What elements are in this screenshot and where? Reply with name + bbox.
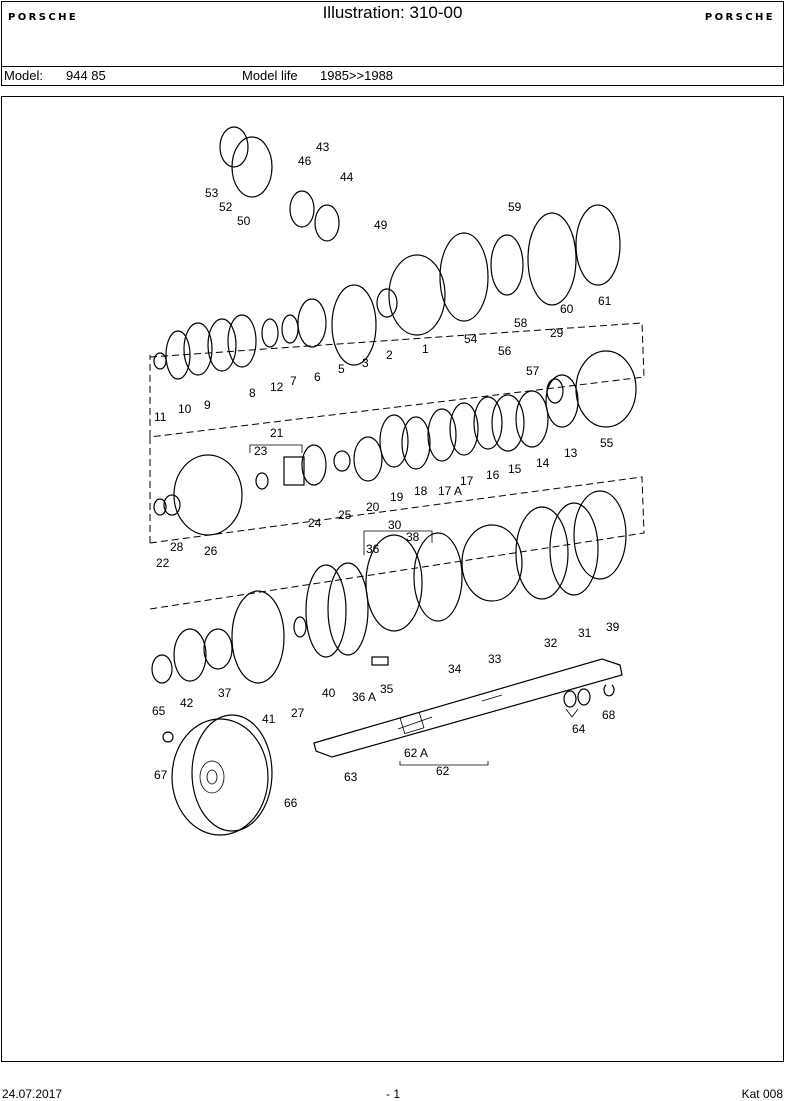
part-label-67: 67	[154, 768, 168, 782]
part-label-1: 1	[422, 342, 429, 356]
part-label-26: 26	[204, 544, 218, 558]
upper-row-parts	[153, 126, 637, 536]
part-label-27: 27	[291, 706, 305, 720]
part-label-22: 22	[156, 556, 170, 570]
part-label-36: 36	[366, 542, 380, 556]
part-label-65: 65	[152, 704, 166, 718]
part-number-labels: 5352504643444959616058541235671289101129…	[152, 140, 620, 810]
part-label-16: 16	[486, 468, 500, 482]
part-label-55: 55	[600, 436, 614, 450]
part-label-42: 42	[180, 696, 194, 710]
part-label-57: 57	[526, 364, 540, 378]
part-label-43: 43	[316, 140, 330, 154]
part-label-23: 23	[254, 444, 268, 458]
part-label-39: 39	[606, 620, 620, 634]
part-label-52: 52	[219, 200, 233, 214]
group-bracket-upper	[149, 322, 645, 438]
footer-page-number: - 1	[386, 1087, 401, 1101]
part-label-20: 20	[366, 500, 380, 514]
part-label-62a: 62 A	[404, 746, 428, 760]
part-label-66: 66	[284, 796, 298, 810]
part-label-30: 30	[388, 518, 402, 532]
part-label-14: 14	[536, 456, 550, 470]
porsche-logo-left: PORSCHE	[8, 12, 79, 23]
torque-converter	[171, 714, 273, 836]
part-label-31: 31	[578, 626, 592, 640]
callout-brackets	[249, 444, 579, 766]
part-label-3: 3	[362, 356, 369, 370]
part-label-54: 54	[464, 332, 478, 346]
part-label-38: 38	[406, 530, 420, 544]
model-label: Model:	[4, 68, 44, 83]
illustration-title: Illustration: 310-00	[322, 3, 463, 22]
part-label-34: 34	[448, 662, 462, 676]
part-label-8: 8	[249, 386, 256, 400]
model-value: 944 85	[66, 68, 106, 83]
part-label-5: 5	[338, 362, 345, 376]
part-label-32: 32	[544, 636, 558, 650]
group-bracket-middle	[149, 476, 645, 610]
footer-date: 24.07.2017	[2, 1087, 63, 1101]
part-label-7: 7	[290, 374, 297, 388]
part-label-33: 33	[488, 652, 502, 666]
part-label-21: 21	[270, 426, 284, 440]
part-label-40: 40	[322, 686, 336, 700]
part-label-50: 50	[237, 214, 251, 228]
porsche-logo-right: PORSCHE	[704, 12, 775, 23]
part-label-10: 10	[178, 402, 192, 416]
exploded-view-svg: 5352504643444959616058541235671289101129…	[149, 126, 645, 836]
part-label-19: 19	[390, 490, 404, 504]
part-label-63: 63	[344, 770, 358, 784]
part-label-49: 49	[374, 218, 388, 232]
part-label-62: 62	[436, 764, 450, 778]
part-label-12: 12	[270, 380, 284, 394]
part-label-29: 29	[550, 326, 564, 340]
header-box: PORSCHE Illustration: 310-00 PORSCHE	[1, 1, 784, 67]
part-label-28: 28	[170, 540, 184, 554]
part-label-44: 44	[340, 170, 354, 184]
part-label-59: 59	[508, 200, 522, 214]
part-label-35: 35	[380, 682, 394, 696]
footer-catalog: Kat 008	[741, 1087, 783, 1101]
part-label-60: 60	[560, 302, 574, 316]
part-label-56: 56	[498, 344, 512, 358]
part-label-58: 58	[514, 316, 528, 330]
part-label-64: 64	[572, 722, 586, 736]
part-label-15: 15	[508, 462, 522, 476]
model-life-value: 1985>>1988	[320, 68, 394, 83]
part-label-17a: 17 A	[438, 484, 462, 498]
part-label-53: 53	[205, 186, 219, 200]
part-label-9: 9	[204, 398, 211, 412]
part-label-25: 25	[338, 508, 352, 522]
part-label-41: 41	[262, 712, 276, 726]
part-label-13: 13	[564, 446, 578, 460]
part-label-68: 68	[602, 708, 616, 722]
model-bar: Model: 944 85 Model life 1985>>1988	[1, 66, 784, 86]
model-life-label: Model life	[242, 68, 298, 83]
part-label-61: 61	[598, 294, 612, 308]
output-shaft	[313, 658, 623, 758]
lower-row-parts	[151, 490, 627, 743]
part-label-2: 2	[386, 348, 393, 362]
part-label-24: 24	[308, 516, 322, 530]
part-label-17: 17	[460, 474, 474, 488]
part-label-37: 37	[218, 686, 232, 700]
part-label-36a: 36 A	[352, 690, 376, 704]
part-label-11: 11	[154, 410, 167, 424]
part-label-6: 6	[314, 370, 321, 384]
part-label-18: 18	[414, 484, 428, 498]
part-label-46: 46	[298, 154, 312, 168]
